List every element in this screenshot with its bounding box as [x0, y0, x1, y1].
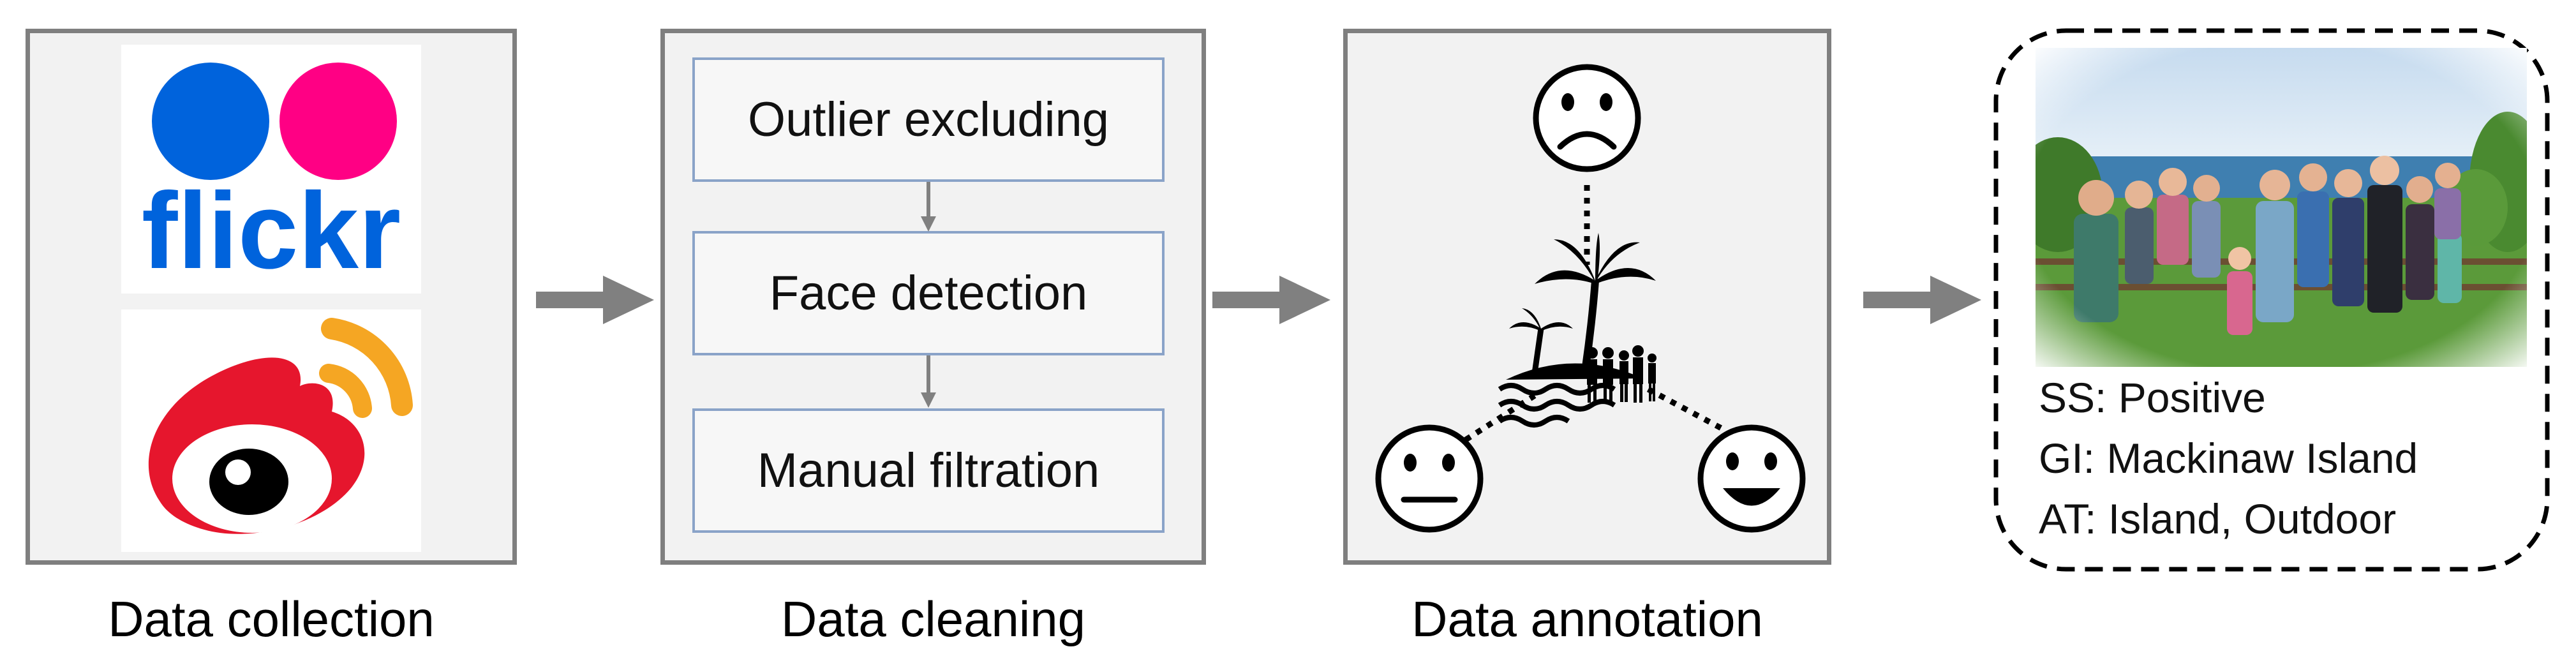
step-face-detection: Face detection — [692, 231, 1165, 355]
step-outlier-excluding: Outlier excluding — [692, 57, 1165, 182]
label-sentiment: SS: Positive — [2039, 374, 2266, 421]
group-photo — [2036, 48, 2527, 367]
data-annotation-caption: Data annotation — [1411, 591, 1763, 647]
step-manual-filtration: Manual filtration — [692, 408, 1165, 533]
annotation-diagram — [1375, 64, 1806, 533]
data-cleaning-caption: Data cleaning — [781, 591, 1085, 647]
flickr-pink-dot — [279, 63, 397, 180]
step-arrow-2 — [921, 355, 936, 408]
arrow-1 — [536, 276, 654, 324]
data-collection-caption: Data collection — [108, 591, 435, 647]
happy-face-icon — [1697, 424, 1806, 533]
island-scene-icon — [1498, 233, 1657, 428]
sad-face-icon — [1533, 64, 1641, 172]
weibo-logo — [121, 309, 421, 552]
flickr-logo: flickr — [121, 45, 421, 294]
label-attributes: AT: Island, Outdoor — [2039, 495, 2397, 542]
arrow-2 — [1212, 276, 1330, 324]
flickr-blue-dot — [152, 63, 269, 180]
label-geo-info: GI: Mackinaw Island — [2039, 435, 2418, 482]
arrow-3 — [1863, 276, 1981, 324]
step-arrow-1 — [921, 182, 936, 232]
flickr-wordmark: flickr — [142, 170, 401, 292]
neutral-face-icon — [1375, 424, 1484, 533]
